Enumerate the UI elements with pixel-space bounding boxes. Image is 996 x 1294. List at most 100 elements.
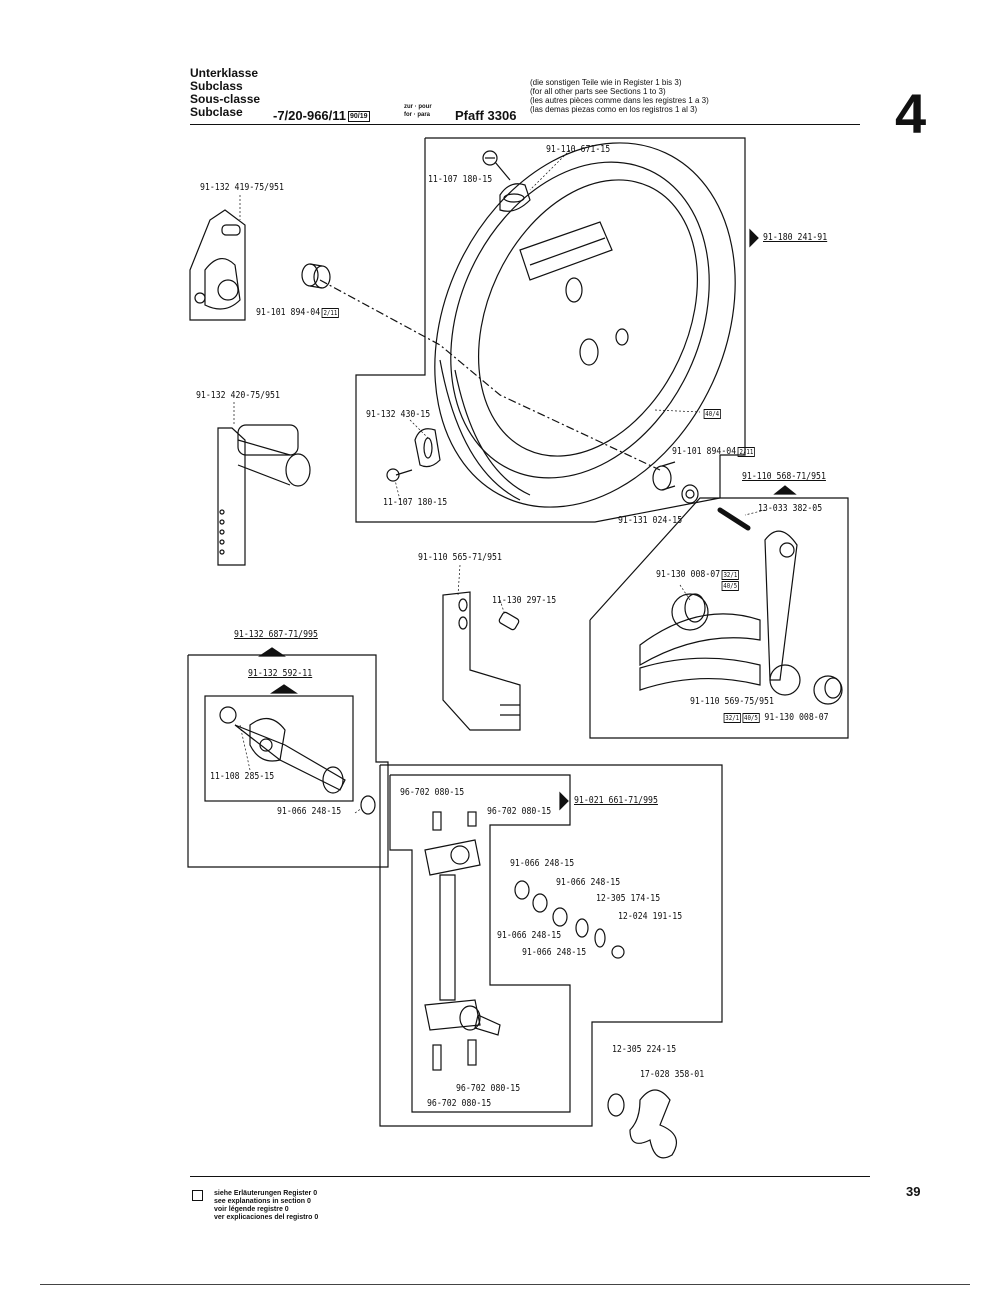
inner-frame xyxy=(204,695,354,802)
label-12-024-191-15: 12-024 191-15 xyxy=(618,911,683,922)
for-para: for · para xyxy=(404,112,431,118)
header-notes: (die sonstigen Teile wie in Register 1 b… xyxy=(530,78,709,114)
label-91-110-671-15: 91-110 671-15 xyxy=(546,144,611,155)
label-13-033-382-05: 13-033 382-05 xyxy=(758,503,823,514)
section-number: 4 xyxy=(895,82,927,145)
arrow-up-3 xyxy=(270,684,298,694)
subclass-es: Subclase xyxy=(190,105,243,119)
bushing-upper xyxy=(301,263,331,289)
note-fr: (les autres pièces comme dans les regist… xyxy=(530,96,709,105)
ref-32-1-lower: 32/1 xyxy=(723,713,741,723)
screw-clamp-lower xyxy=(386,428,441,482)
legend-en: see explanations in section 0 xyxy=(214,1198,311,1205)
arrow-up-1 xyxy=(773,485,797,495)
label-91-101-894-04-lower-text: 91-101 894-04 xyxy=(672,446,737,457)
note-en: (for all other parts see Sections 1 to 3… xyxy=(530,87,666,96)
label-91-110-569-75-951: 91-110 569-75/951 xyxy=(690,696,774,707)
machine-model: Pfaff 3306 xyxy=(455,108,517,123)
label-11-130-297-15: 11-130 297-15 xyxy=(492,595,557,606)
label-91-066-248-15-b: 91-066 248-15 xyxy=(556,877,621,888)
ref-32-1-upper: 32/1 xyxy=(721,570,739,580)
code-ref-box: 90/19 xyxy=(348,111,370,123)
label-91-066-248-15-d: 91-066 248-15 xyxy=(522,947,587,958)
note-es: (las demas piezas como en los registros … xyxy=(530,105,698,114)
header-rule xyxy=(190,124,860,125)
ref-40-4-text: 40/4 xyxy=(703,409,721,419)
label-11-108-285-15: 11-108 285-15 xyxy=(210,771,275,782)
subclass-heading: Unterklasse Subclass Sous-classe Subclas… xyxy=(190,67,260,119)
knob-drawing xyxy=(607,1089,678,1159)
legend-box-icon xyxy=(192,1190,203,1201)
label-91-132-687-71-995: 91-132 687-71/995 xyxy=(234,629,318,640)
legend-text: siehe Erläuterungen Register 0 see expla… xyxy=(214,1190,318,1222)
screw-clamp-top xyxy=(482,150,531,212)
leader-lines xyxy=(233,149,766,814)
bushing-right xyxy=(652,461,699,504)
label-91-066-248-15-a: 91-066 248-15 xyxy=(510,858,575,869)
label-91-130-008-07-upper-text: 91-130 008-07 xyxy=(656,569,721,580)
label-91-101-894-04-upper-text: 91-101 894-04 xyxy=(256,307,321,318)
label-91-110-565-71-951: 91-110 565-71/951 xyxy=(418,552,502,563)
subclass-fr: Sous-classe xyxy=(190,92,261,106)
label-91-131-024-15: 91-131 024-15 xyxy=(618,515,683,526)
arrow-right-1 xyxy=(749,228,759,248)
ref-40-5-lower: 40/5 xyxy=(742,713,760,723)
zur-pour: zur · pour xyxy=(404,104,432,110)
label-91-066-248-15-c: 91-066 248-15 xyxy=(497,930,562,941)
bottom-scan-line xyxy=(40,1284,970,1285)
middle-bracket xyxy=(442,591,521,731)
label-11-107-180-15-lower: 11-107 180-15 xyxy=(383,497,448,508)
ref-40-4: 40/4 xyxy=(702,408,721,419)
legend-es: ver explicaciones del registro 0 xyxy=(214,1214,319,1221)
label-91-021-661-71-995: 91-021 661-71/995 xyxy=(574,795,658,806)
footer-rule xyxy=(190,1176,870,1177)
ref-2-11-upper: 2/11 xyxy=(321,308,339,318)
label-91-132-592-11: 91-132 592-11 xyxy=(248,668,313,679)
label-91-110-568-71-951: 91-110 568-71/951 xyxy=(742,471,826,482)
label-11-107-180-15-top: 11-107 180-15 xyxy=(428,174,493,185)
handwheel-drawing xyxy=(434,142,736,508)
legend-de: siehe Erläuterungen Register 0 xyxy=(214,1190,318,1197)
subclass-de: Unterklasse xyxy=(190,66,259,80)
connecting-rod-frame xyxy=(379,764,723,1127)
label-91-130-008-07-lower-text: 91-130 008-07 xyxy=(764,712,829,723)
label-96-702-080-15-a: 96-702 080-15 xyxy=(400,787,465,798)
link-frame xyxy=(589,497,849,739)
legend-fr: voir légende registre 0 xyxy=(214,1206,289,1213)
note-de: (die sonstigen Teile wie in Register 1 b… xyxy=(530,78,682,87)
ref-2-11-lower: 2/11 xyxy=(737,447,755,457)
label-91-132-420-75-951: 91-132 420-75/951 xyxy=(196,390,280,401)
crank-arm-upper xyxy=(189,209,246,321)
crank-pin-drawing xyxy=(219,706,376,815)
subclass-en: Subclass xyxy=(190,79,243,93)
shaft-bracket xyxy=(217,424,311,566)
label-91-066-248-15-left: 91-066 248-15 xyxy=(277,806,342,817)
label-91-180-241-91: 91-180 241-91 xyxy=(763,232,828,243)
label-12-305-174-15: 12-305 174-15 xyxy=(596,893,661,904)
label-96-702-080-15-b: 96-702 080-15 xyxy=(487,806,552,817)
link-assembly xyxy=(639,507,843,705)
wheel-frame xyxy=(355,137,746,523)
label-12-305-224-15: 12-305 224-15 xyxy=(612,1044,677,1055)
connecting-rod-inner-frame xyxy=(389,774,571,1113)
zur-pour-label: zur · pour for · para xyxy=(404,103,432,119)
page-number: 39 xyxy=(906,1184,921,1199)
crank-frame xyxy=(187,654,389,868)
label-91-132-419-75-951: 91-132 419-75/951 xyxy=(200,182,284,193)
ref-40-5-upper: 40/5 xyxy=(721,581,739,591)
arrow-up-2 xyxy=(258,647,286,657)
label-17-028-358-01: 17-028 358-01 xyxy=(640,1069,705,1080)
label-91-132-430-15: 91-132 430-15 xyxy=(366,409,431,420)
washer-set xyxy=(514,880,625,959)
label-96-702-080-15-d: 96-702 080-15 xyxy=(427,1098,492,1109)
arrow-right-2 xyxy=(559,791,569,811)
connecting-rod-drawing xyxy=(424,811,501,1071)
label-96-702-080-15-c: 96-702 080-15 xyxy=(456,1083,521,1094)
